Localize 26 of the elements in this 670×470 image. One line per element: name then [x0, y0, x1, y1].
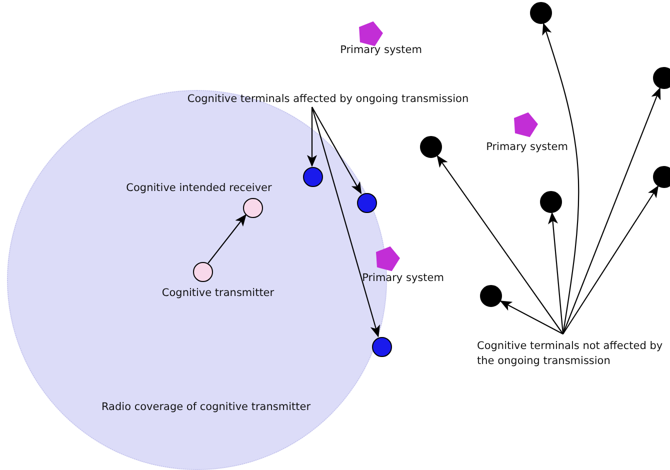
- arrow: [208, 214, 246, 264]
- arrow: [500, 300, 564, 334]
- arrow: [307, 107, 317, 167]
- coverage-label: Radio coverage of cognitive transmitter: [102, 400, 310, 414]
- terminal-circle: [480, 285, 502, 307]
- terminal-circle: [530, 2, 552, 24]
- arrow: [562, 87, 661, 334]
- system-label: Primary system: [340, 43, 422, 57]
- terminal-circle: [303, 167, 323, 187]
- arrow: [562, 185, 659, 334]
- terminal-circle: [420, 136, 442, 158]
- system-label: Primary system: [486, 140, 568, 154]
- terminal-circle: [540, 191, 562, 213]
- system-label: Primary system: [362, 271, 444, 285]
- arrow: [548, 212, 564, 334]
- terminal-circle: [653, 166, 670, 188]
- terminal-circle: [357, 193, 377, 213]
- arrow: [312, 106, 362, 194]
- terminal-label: Cognitive intended receiver: [126, 181, 272, 195]
- group-label: Cognitive terminals affected by ongoing transmission: [187, 92, 469, 106]
- terminal-circle: [653, 67, 670, 89]
- arrow: [436, 155, 564, 334]
- arrow: [311, 106, 380, 338]
- terminal-label: Cognitive transmitter: [162, 286, 274, 300]
- terminal-circle: [372, 337, 392, 357]
- group-label: Cognitive terminals not affected by the ongoing transmission: [477, 339, 665, 369]
